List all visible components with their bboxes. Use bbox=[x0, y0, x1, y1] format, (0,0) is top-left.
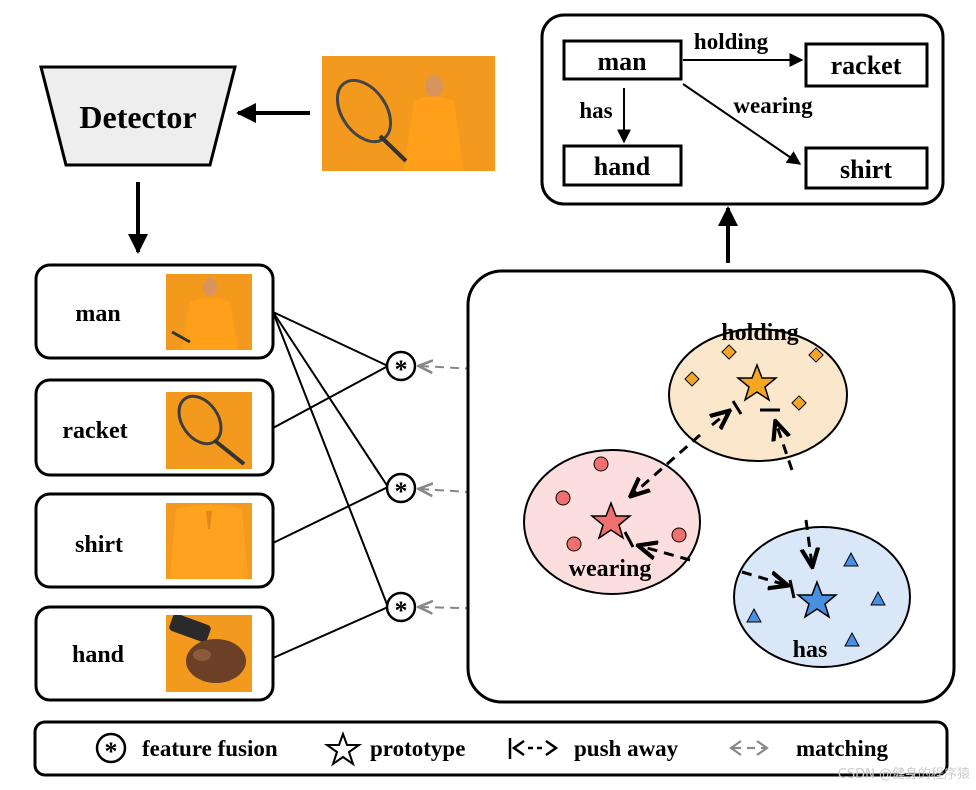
prototype-star-wearing bbox=[589, 500, 633, 540]
legend-push-icon bbox=[508, 738, 559, 759]
input-photo bbox=[322, 56, 495, 171]
scene-graph-node-shirt: shirt bbox=[804, 146, 929, 190]
scene-graph-node-hand: hand bbox=[562, 144, 683, 187]
scene-graph-node-man: man bbox=[562, 39, 683, 81]
legend-push-label: push away bbox=[574, 736, 679, 761]
cluster-label-wearing: wearing bbox=[569, 556, 652, 582]
cluster-has: has bbox=[733, 526, 911, 668]
fusion-node-3: * bbox=[385, 591, 417, 625]
legend-fusion-label: feature fusion bbox=[142, 736, 278, 761]
detector-label: Detector bbox=[79, 99, 196, 135]
legend-prototype-label: prototype bbox=[370, 736, 465, 761]
object-photo-man bbox=[166, 274, 252, 350]
object-label-hand: hand bbox=[72, 642, 125, 668]
svg-text:*: * bbox=[395, 355, 408, 384]
edge-wearing bbox=[682, 83, 802, 165]
push-away-arrows bbox=[632, 412, 812, 585]
svg-text:racket: racket bbox=[831, 51, 902, 80]
fusion-node-2: * bbox=[385, 472, 417, 506]
fusion-node-1: * bbox=[385, 350, 417, 384]
object-label-shirt: shirt bbox=[75, 532, 123, 558]
legend-prototype-icon bbox=[323, 731, 363, 767]
cluster-label-holding: holding bbox=[721, 320, 798, 346]
cluster-label-has: has bbox=[793, 637, 828, 663]
fusion-connections bbox=[272, 311, 389, 659]
legend-matching-icon bbox=[729, 740, 769, 756]
svg-text:*: * bbox=[395, 477, 408, 506]
object-label-man: man bbox=[75, 301, 120, 327]
object-photo-shirt bbox=[166, 503, 252, 579]
detector-block: Detector bbox=[39, 65, 237, 167]
push-away-bars bbox=[623, 400, 796, 599]
svg-text:*: * bbox=[395, 596, 408, 625]
watermark: CSDN @健身的程序猿 bbox=[838, 766, 970, 782]
edge-label-has: has bbox=[579, 98, 612, 123]
edge-label-wearing: wearing bbox=[733, 93, 813, 118]
prototype-star-has bbox=[795, 579, 839, 619]
object-photo-hand bbox=[166, 613, 252, 692]
scene-graph-node-racket: racket bbox=[804, 42, 929, 88]
cluster-wearing: wearing bbox=[523, 449, 701, 595]
svg-text:man: man bbox=[597, 47, 647, 76]
object-photo-racket bbox=[166, 392, 252, 469]
legend-box bbox=[33, 720, 949, 777]
svg-text:shirt: shirt bbox=[840, 155, 892, 184]
edge-label-holding: holding bbox=[694, 29, 769, 54]
svg-text:*: * bbox=[105, 737, 118, 766]
prototype-star-holding bbox=[735, 362, 779, 402]
legend-fusion-icon: * bbox=[95, 732, 127, 766]
svg-text:hand: hand bbox=[594, 152, 651, 181]
legend-matching-label: matching bbox=[796, 736, 889, 761]
object-label-racket: racket bbox=[62, 418, 127, 444]
